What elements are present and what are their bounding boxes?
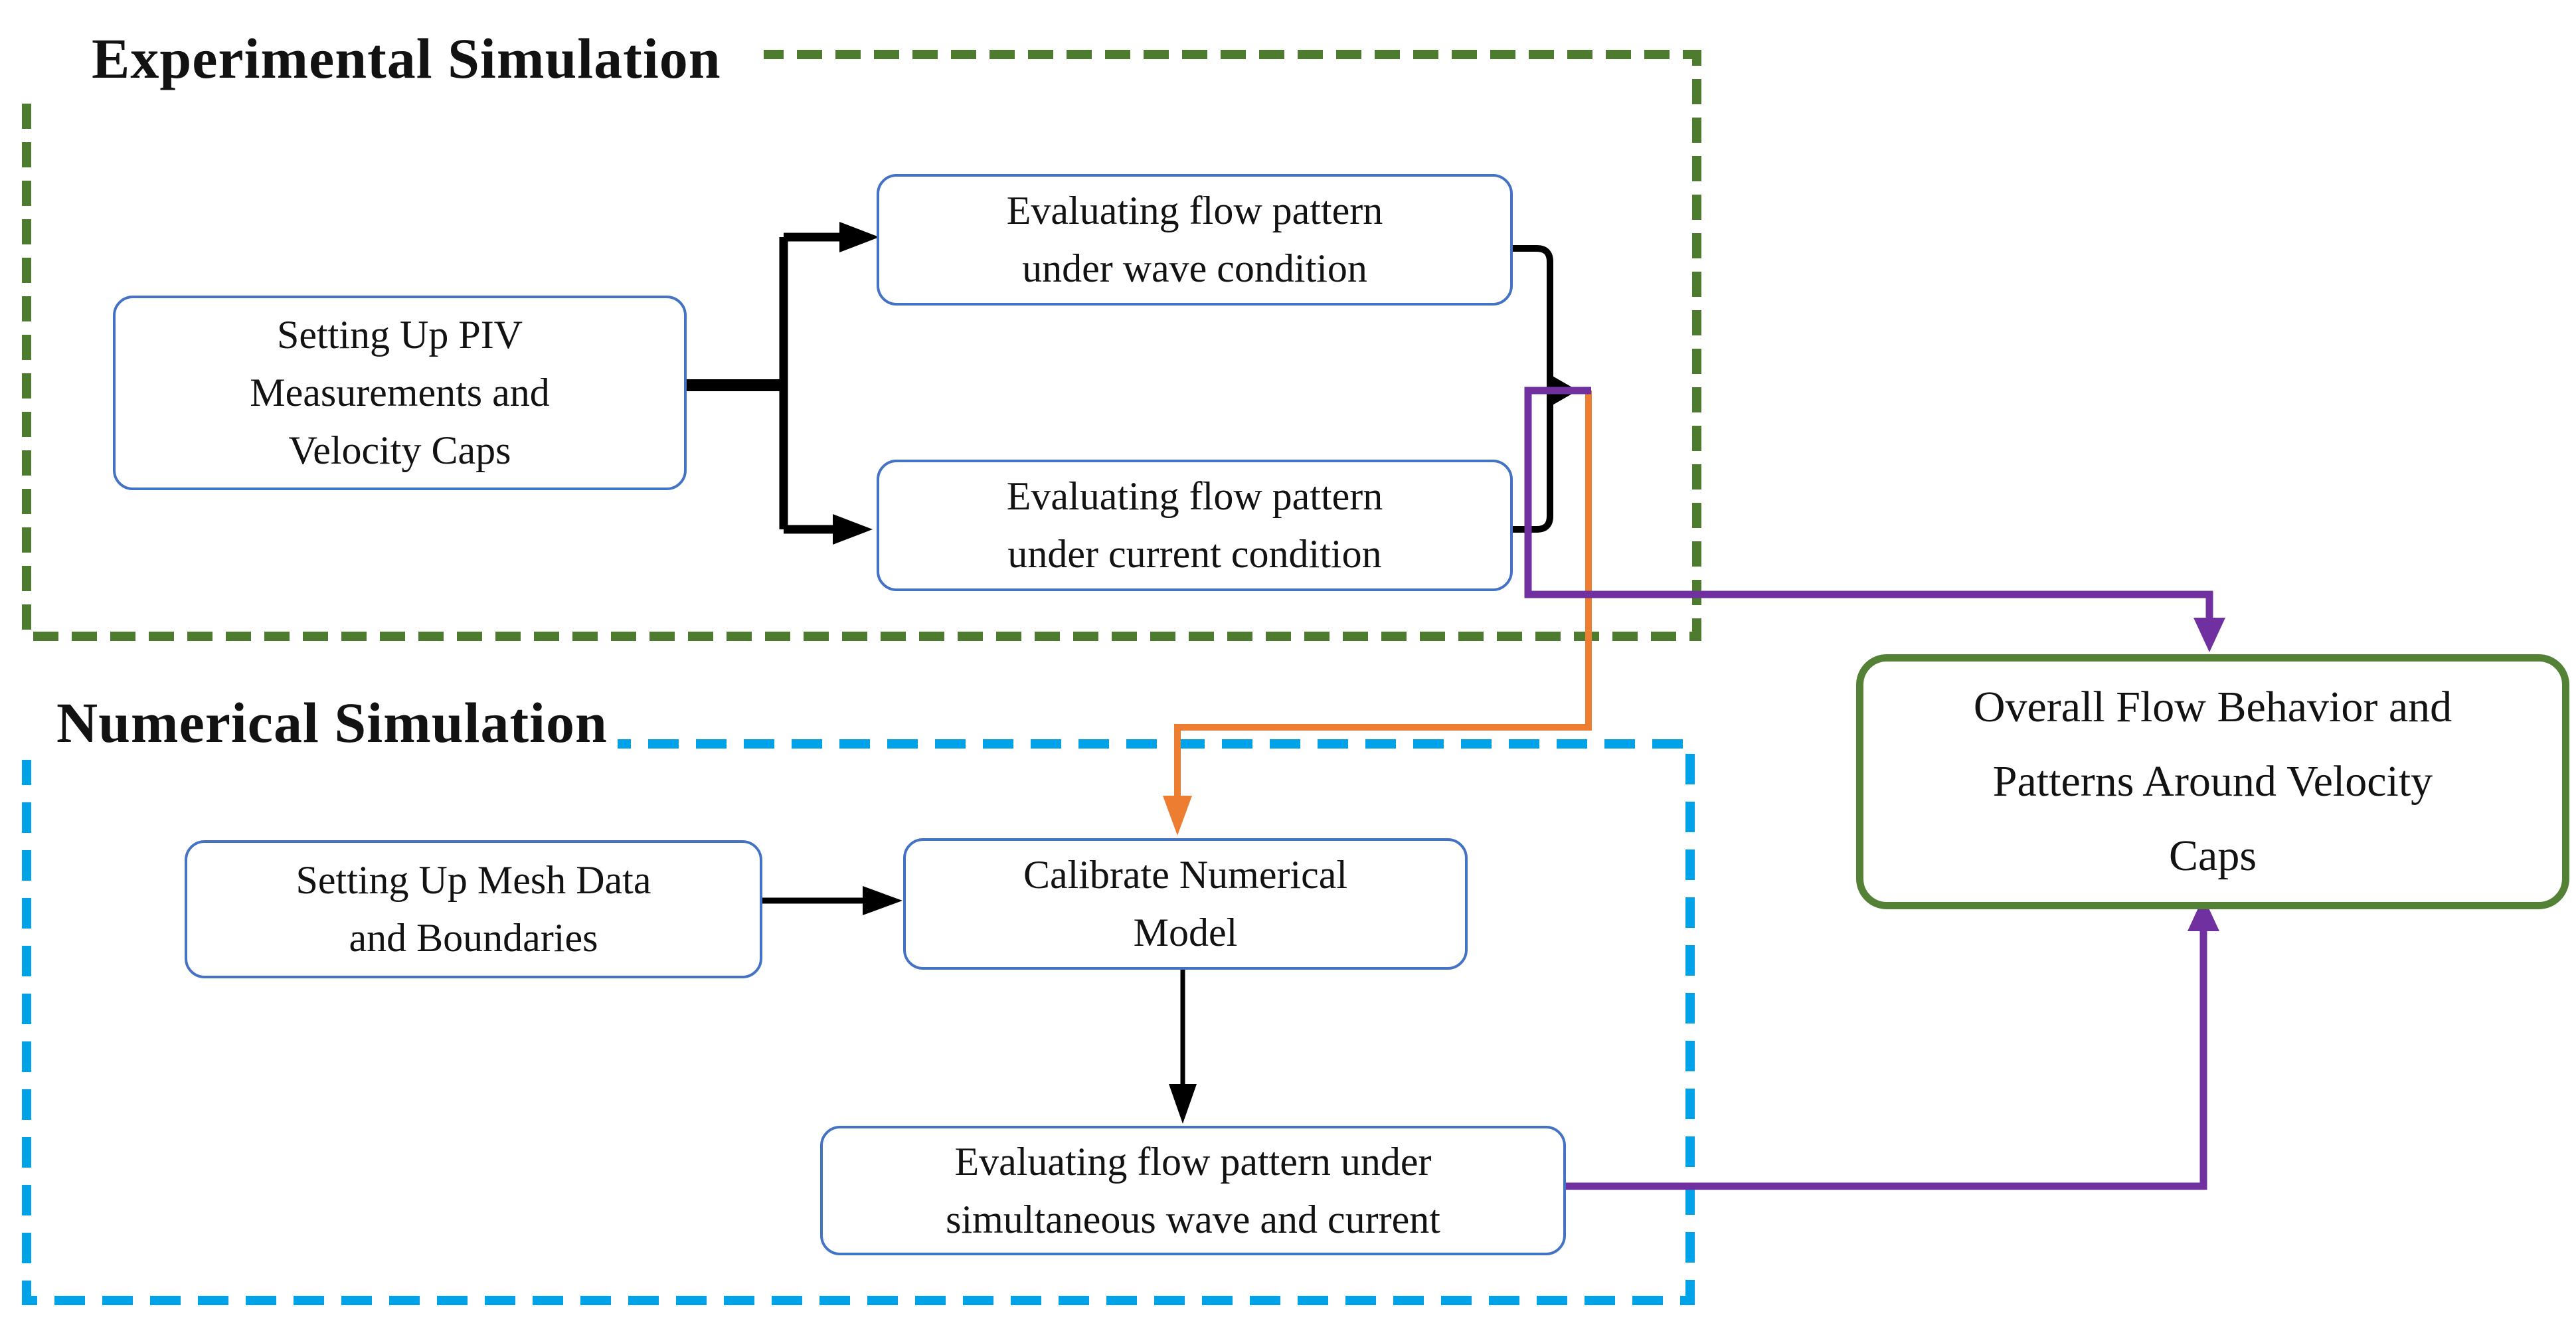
node-wave-condition: Evaluating flow pattern under wave condi… xyxy=(877,174,1513,306)
node-overall-flow-behavior: Overall Flow Behavior and Patterns Aroun… xyxy=(1856,654,2569,909)
simultaneous-to-overall-connector xyxy=(1561,931,2207,1190)
experimental-to-overall-connector xyxy=(1524,387,2213,618)
purple-bottom-arrowhead-icon xyxy=(2188,897,2219,931)
node-simultaneous-wave-current: Evaluating flow pattern under simultaneo… xyxy=(820,1126,1566,1255)
node-text-line: and Boundaries xyxy=(349,916,598,960)
numerical-title-patch: Numerical Simulation xyxy=(20,685,618,760)
node-text-line: Model xyxy=(1133,911,1238,954)
mesh-to-calibrate-arrowhead-icon xyxy=(863,886,902,915)
experimental-section-title: Experimental Simulation xyxy=(92,26,721,90)
node-text-line: Velocity Caps xyxy=(288,428,511,472)
numerical-section-title: Numerical Simulation xyxy=(56,691,608,755)
node-text-line: Evaluating flow pattern xyxy=(1006,474,1383,518)
node-text-line: Caps xyxy=(2169,832,2257,880)
node-text-line: Patterns Around Velocity xyxy=(1992,757,2433,806)
node-piv-setup: Setting Up PIV Measurements and Velocity… xyxy=(113,296,687,490)
experimental-to-calibrate-connector xyxy=(1174,391,1592,796)
branch-to-current-arrowhead-icon xyxy=(833,514,873,545)
node-text-line: Setting Up Mesh Data xyxy=(296,858,651,902)
orange-arrowhead-icon xyxy=(1163,796,1192,836)
node-text-line: Measurements and xyxy=(250,371,550,414)
calibrate-to-simultaneous-arrowhead-icon xyxy=(1169,1084,1197,1124)
node-text-line: under wave condition xyxy=(1022,246,1367,290)
node-text-line: Setting Up PIV xyxy=(276,313,523,357)
node-current-condition: Evaluating flow pattern under current co… xyxy=(877,460,1513,591)
experimental-section-border xyxy=(22,50,1701,641)
purple-top-arrowhead-icon xyxy=(2193,618,2225,652)
node-text-line: under current condition xyxy=(1007,532,1382,576)
node-text-line: Evaluating flow pattern xyxy=(1006,189,1383,232)
numerical-section-border xyxy=(22,739,1695,1305)
branch-to-wave-arrowhead-icon xyxy=(839,222,879,252)
node-text-line: Evaluating flow pattern under xyxy=(954,1139,1432,1184)
node-calibrate-model: Calibrate Numerical Model xyxy=(903,838,1468,970)
experimental-title-patch: Experimental Simulation xyxy=(20,13,764,103)
node-text-line: simultaneous wave and current xyxy=(946,1197,1440,1241)
node-text-line: Calibrate Numerical xyxy=(1023,853,1348,897)
node-text-line: Overall Flow Behavior and xyxy=(1973,683,2452,731)
node-mesh-setup: Setting Up Mesh Data and Boundaries xyxy=(185,840,762,978)
